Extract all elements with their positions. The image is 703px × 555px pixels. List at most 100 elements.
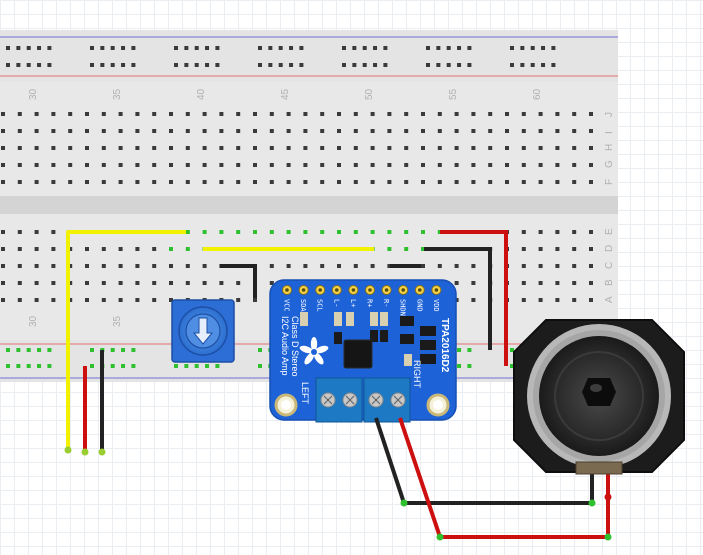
screw-terminal-right bbox=[363, 377, 411, 423]
breadboard-hole bbox=[521, 129, 526, 133]
rail-hole bbox=[446, 46, 451, 50]
breadboard-hole bbox=[219, 180, 224, 184]
breadboard-hole bbox=[68, 247, 73, 251]
breadboard-hole bbox=[303, 146, 308, 150]
row-letter: D bbox=[604, 245, 615, 252]
breadboard-hole bbox=[152, 180, 157, 184]
breadboard-hole bbox=[538, 264, 543, 268]
breadboard-hole bbox=[454, 129, 459, 133]
wire-end-dot bbox=[588, 499, 596, 507]
rail-hole bbox=[342, 46, 346, 50]
breadboard-hole bbox=[1, 230, 5, 234]
breadboard-hole bbox=[51, 146, 56, 150]
rail-hole bbox=[278, 63, 283, 67]
breadboard-hole bbox=[370, 180, 375, 184]
breadboard-hole bbox=[286, 163, 291, 167]
rail-hole bbox=[121, 348, 126, 352]
breadboard-hole bbox=[269, 129, 274, 133]
breadboard-hole bbox=[286, 129, 291, 133]
breadboard-hole bbox=[219, 129, 224, 133]
rail-hole bbox=[215, 46, 220, 50]
breadboard-hole bbox=[34, 264, 39, 268]
breadboard-hole bbox=[387, 129, 392, 133]
breadboard-hole bbox=[236, 146, 241, 150]
rail-hole bbox=[510, 364, 514, 368]
pin-label: VDD bbox=[432, 299, 440, 312]
breadboard-hole bbox=[68, 264, 73, 268]
breadboard-hole bbox=[253, 298, 257, 302]
rail-hole bbox=[47, 348, 52, 352]
smd-component bbox=[380, 330, 388, 342]
breadboard-hole bbox=[51, 247, 56, 251]
rail-hole bbox=[551, 63, 556, 67]
breadboard-hole bbox=[555, 129, 560, 133]
breadboard-hole bbox=[454, 264, 459, 268]
breadboard-hole bbox=[337, 163, 341, 167]
breadboard-hole bbox=[219, 146, 224, 150]
rail-hole bbox=[258, 364, 262, 368]
potentiometer[interactable] bbox=[171, 299, 235, 363]
rail-hole bbox=[131, 348, 136, 352]
smd-component bbox=[370, 312, 378, 326]
breadboard-hole bbox=[521, 230, 526, 234]
breadboard-hole bbox=[202, 230, 207, 234]
breadboard-hole bbox=[320, 180, 325, 184]
breadboard-hole bbox=[488, 180, 493, 184]
rail-hole bbox=[373, 46, 378, 50]
wire-end-dot bbox=[604, 533, 612, 541]
breadboard-hole bbox=[185, 129, 190, 133]
breadboard-hole bbox=[169, 163, 173, 167]
breadboard-hole bbox=[253, 146, 257, 150]
smd-component bbox=[300, 312, 308, 326]
wire-end-dot bbox=[98, 448, 106, 456]
potentiometer-arrow-icon bbox=[192, 317, 214, 345]
breadboard-hole bbox=[202, 129, 207, 133]
breadboard-hole bbox=[169, 180, 173, 184]
breadboard-hole bbox=[589, 298, 593, 302]
rail-hole bbox=[457, 364, 462, 368]
header-pin-hole bbox=[351, 288, 356, 292]
row-letter: E bbox=[604, 228, 615, 235]
speaker-dust-cap bbox=[582, 378, 616, 406]
breadboard-hole bbox=[68, 281, 73, 285]
rail-hole bbox=[215, 364, 220, 368]
smd-component bbox=[334, 332, 342, 344]
breadboard-hole bbox=[589, 129, 593, 133]
breadboard-hole bbox=[202, 112, 207, 116]
breadboard-hole bbox=[253, 180, 257, 184]
breadboard-hole bbox=[34, 112, 39, 116]
breadboard-hole bbox=[253, 163, 257, 167]
breadboard-hole bbox=[68, 180, 73, 184]
breadboard-hole bbox=[269, 146, 274, 150]
breadboard-hole bbox=[337, 129, 341, 133]
breadboard-hole bbox=[219, 230, 224, 234]
breadboard-hole bbox=[437, 129, 442, 133]
breadboard-hole bbox=[404, 180, 409, 184]
rail-hole bbox=[110, 63, 115, 67]
breadboard-hole bbox=[1, 247, 5, 251]
wire-red-speaker bbox=[398, 417, 610, 539]
breadboard-hole bbox=[521, 247, 526, 251]
breadboard-hole bbox=[118, 264, 123, 268]
pin-label: SHDN bbox=[399, 299, 407, 316]
breadboard-hole bbox=[34, 247, 39, 251]
rail-hole bbox=[174, 46, 178, 50]
breadboard-hole bbox=[437, 112, 442, 116]
breadboard-hole bbox=[185, 281, 190, 285]
breadboard-hole bbox=[488, 163, 493, 167]
breadboard-hole bbox=[1, 146, 5, 150]
breadboard-hole bbox=[320, 146, 325, 150]
breadboard-hole bbox=[101, 112, 106, 116]
breadboard-hole bbox=[169, 281, 173, 285]
rail-hole bbox=[90, 46, 94, 50]
breadboard-hole bbox=[101, 247, 106, 251]
header-pin-hole bbox=[368, 288, 372, 292]
speaker-cone-ring bbox=[554, 351, 644, 441]
breadboard-hole bbox=[118, 247, 123, 251]
wire-end-dot bbox=[400, 499, 408, 507]
breadboard-hole bbox=[555, 247, 560, 251]
breadboard-hole bbox=[85, 163, 89, 167]
breadboard-hole bbox=[101, 281, 106, 285]
breadboard-hole bbox=[589, 163, 593, 167]
